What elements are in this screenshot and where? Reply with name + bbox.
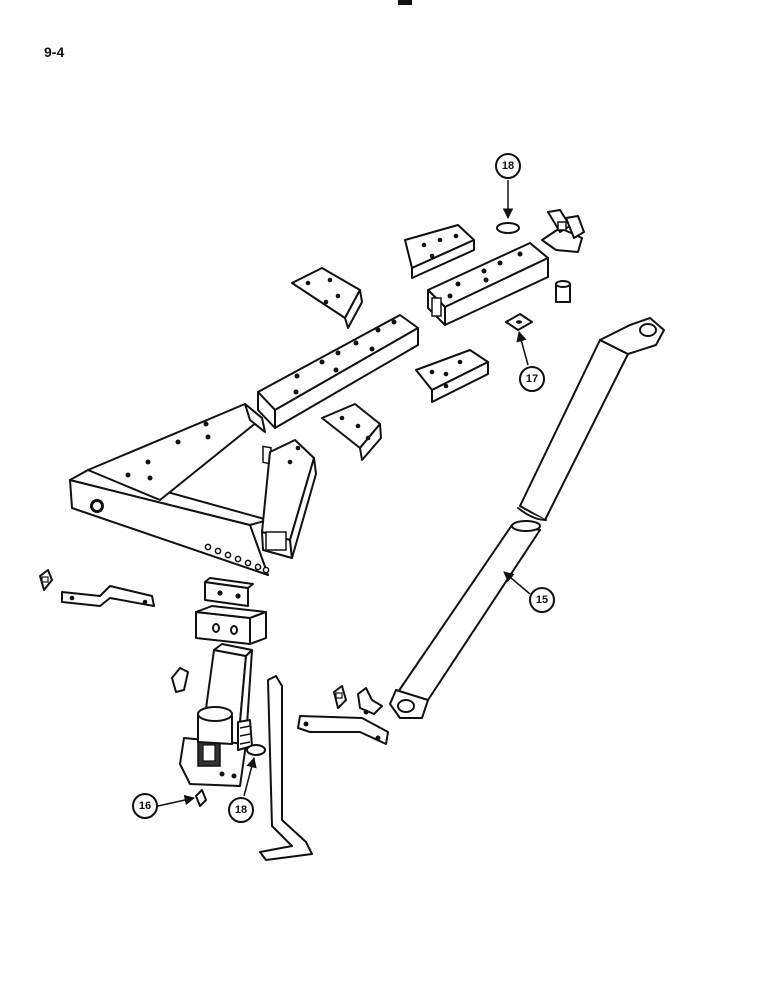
clamp-plate-lower <box>195 605 267 645</box>
bracket-upper-left <box>291 267 363 329</box>
page-top-mark <box>398 0 412 5</box>
callout-label: 17 <box>526 373 538 385</box>
page-number: 9-4 <box>44 44 65 60</box>
long-strap-left <box>61 585 155 607</box>
callout-17: 17 <box>516 330 545 392</box>
beam-holes-rear <box>125 421 211 481</box>
small-clip-mid <box>171 667 189 693</box>
small-clip-left <box>39 569 53 591</box>
washer-top <box>496 222 520 234</box>
pin-clip <box>195 789 207 807</box>
nut-plate <box>505 313 533 331</box>
callout-label: 15 <box>536 594 548 606</box>
callout-18-top: 18 <box>495 153 521 220</box>
bracket-upper-right <box>404 224 475 279</box>
callout-label: 18 <box>502 160 514 172</box>
callout-18-bottom: 18 <box>228 756 257 823</box>
frame-beam <box>69 242 549 576</box>
shank-shoe <box>179 643 253 787</box>
bracket-lower <box>321 403 382 461</box>
clamp-plate-upper <box>204 577 254 607</box>
brace-bar <box>389 317 665 719</box>
beam-holes-front <box>447 251 523 299</box>
callout-16: 16 <box>132 793 196 819</box>
washer-bottom <box>246 744 266 756</box>
clamp-bracket <box>541 209 585 253</box>
bracket-mid-right <box>415 349 489 403</box>
callout-15: 15 <box>503 571 555 613</box>
beam-holes-mid <box>293 319 397 395</box>
angle-strap-right <box>297 687 389 745</box>
small-clip-right <box>333 685 347 709</box>
callout-label: 18 <box>235 804 247 816</box>
callout-label: 16 <box>139 800 151 812</box>
long-rod <box>259 675 313 861</box>
leg-tube <box>261 439 317 559</box>
bushing <box>555 280 571 303</box>
rear-plate-holes <box>204 543 270 574</box>
